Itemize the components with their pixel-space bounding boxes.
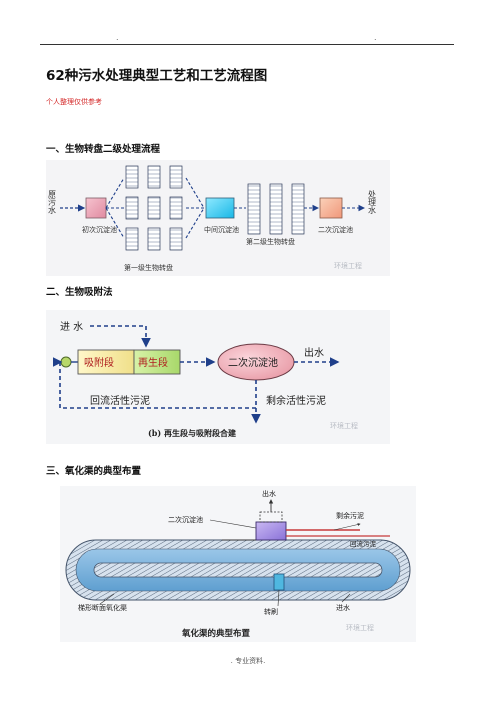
inflow-label: 进 水: [60, 321, 83, 333]
figure-rotating-disc-flow: 原污水 初次沉淀池 第一级生物转盘 中间沉淀池 第二级生物转盘 二次沉淀池 处理…: [46, 160, 390, 276]
rotor-brush: [273, 573, 285, 591]
outflow-label: 出水: [304, 346, 324, 359]
section-heading-1: 一、生物转盘二级处理流程: [46, 144, 161, 155]
figure-biosorption: 进 水 吸附段 再生段 二次沉淀池 出水 回流活性污泥 剩余活性污泥 (b) 再…: [46, 310, 390, 444]
watermark: 环境工程: [330, 421, 358, 430]
clarifier-tank: [255, 521, 287, 541]
middle-clarifier-label: 中间沉淀池: [204, 225, 239, 234]
stage1-discs: [125, 165, 183, 251]
outflow-label: 出水: [262, 489, 276, 498]
primary-clarifier-label: 初次沉淀池: [82, 225, 117, 234]
return-sludge-label: 回流活性污泥: [90, 394, 150, 407]
secondary-clarifier-label: 二次沉淀池: [318, 225, 353, 234]
pump-icon: [60, 356, 72, 368]
excess-sludge-label: 剩余污泥: [336, 511, 364, 520]
inlet-label: 原污水: [48, 190, 57, 214]
excess-sludge-label: 剩余活性污泥: [266, 394, 326, 407]
rotor-label: 转刷: [264, 607, 278, 616]
primary-clarifier-box: [85, 197, 107, 219]
figure-caption: (b) 再生段与吸附段合建: [148, 428, 237, 438]
clarifier-label: 二次沉淀池: [228, 356, 278, 369]
adsorption-label: 吸附段: [84, 356, 114, 369]
figure-caption: 氧化渠的典型布置: [181, 628, 251, 639]
section-heading-3: 三、氧化渠的典型布置: [46, 466, 142, 477]
outlet-label: 处理水: [368, 189, 377, 214]
return-sludge-label: 回流污泥: [350, 539, 377, 548]
page-footer: . 专业资料.: [230, 657, 266, 665]
watermark: 环境工程: [346, 623, 374, 632]
subtitle-note: 个人整理仅供参考: [46, 98, 102, 106]
regeneration-label: 再生段: [138, 356, 168, 369]
stage2-label: 第二级生物转盘: [246, 237, 295, 246]
inflow-label: 进水: [336, 603, 350, 612]
figure-oxidation-ditch: 出水 二次沉淀池 剩余污泥 回流污泥 梯形断面氧化渠 转刷 进水 氧化渠的典型布…: [60, 486, 416, 642]
clarifier-label: 二次沉淀池: [168, 515, 203, 524]
page-title: 62种污水处理典型工艺和工艺流程图: [46, 68, 268, 84]
stage1-label: 第一级生物转盘: [124, 263, 173, 272]
ditch-island: [93, 562, 383, 578]
channel-label: 梯形断面氧化渠: [78, 603, 127, 612]
header-dot-right: .: [374, 33, 377, 42]
middle-clarifier-box: [205, 197, 235, 219]
header-rule: [40, 44, 454, 45]
secondary-clarifier-box: [319, 197, 343, 219]
stage2-discs: [247, 183, 305, 235]
header-dot-left: .: [116, 33, 119, 42]
svg-text:原污水: 原污水: [48, 190, 57, 214]
watermark: 环境工程: [334, 261, 362, 270]
section-heading-2: 二、生物吸附法: [46, 287, 113, 298]
